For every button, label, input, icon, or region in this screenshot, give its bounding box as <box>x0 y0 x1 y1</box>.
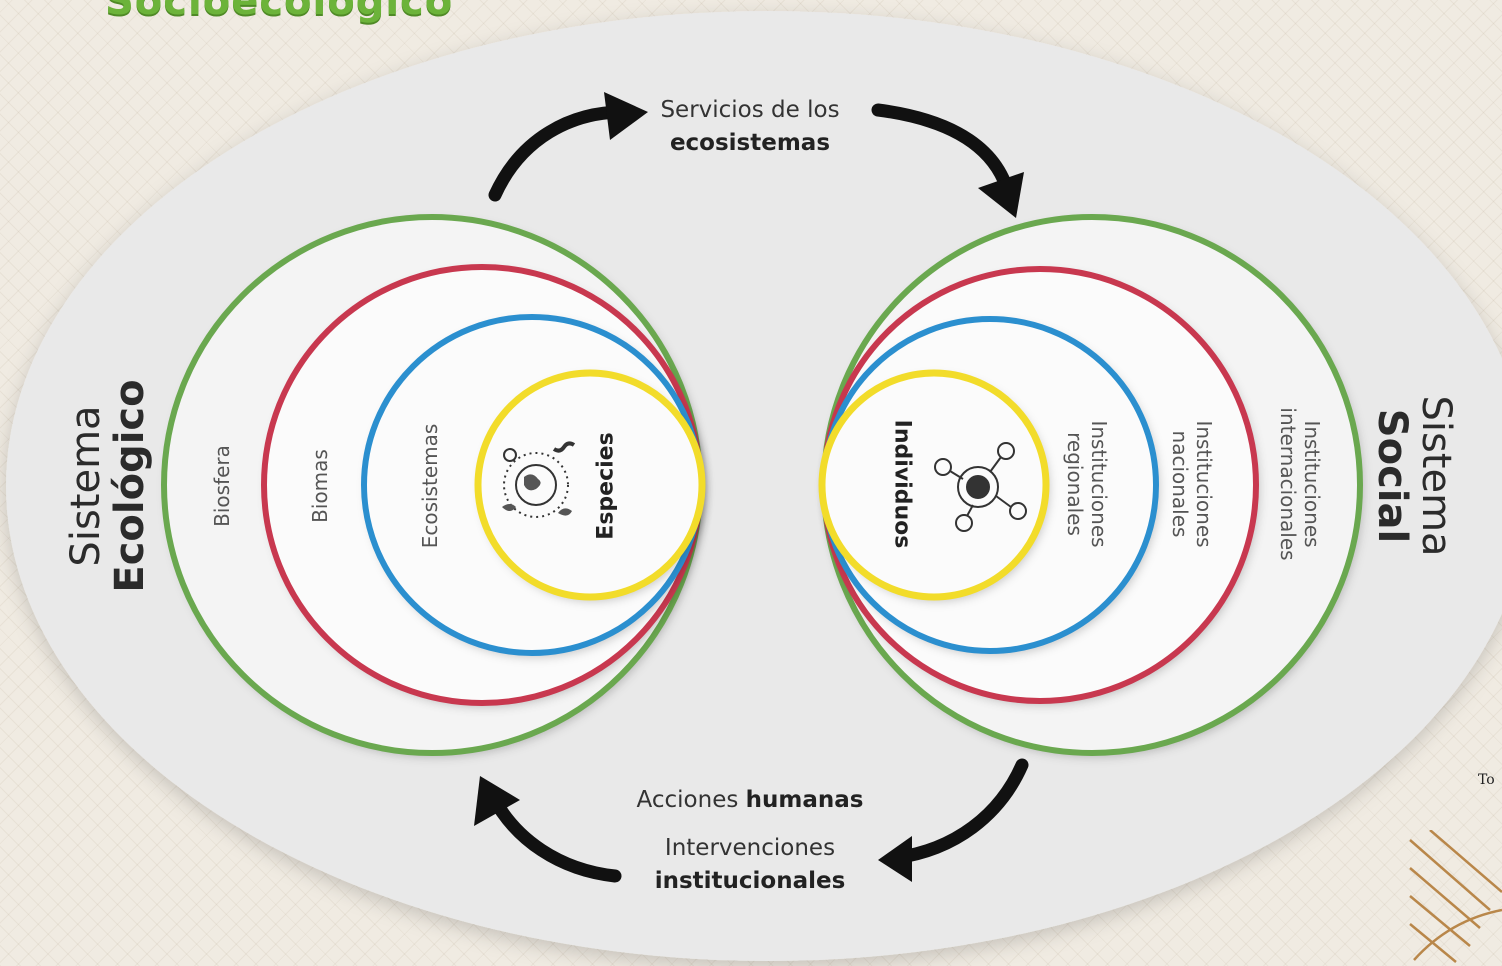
nacionales-line1: Instituciones <box>1192 420 1216 548</box>
top-arrow-label: Servicios de los ecosistemas <box>650 94 850 160</box>
ecological-system-label-line1: Sistema <box>63 405 109 567</box>
social-system-label-line1: Sistema <box>1413 395 1459 557</box>
social-system-label-line2: Social <box>1369 408 1415 544</box>
bottom-arrow-label-interventions: Intervenciones institucionales <box>600 832 900 898</box>
ring-label-internacionales: Instituciones internacionales <box>1276 407 1324 560</box>
internacionales-line1: Instituciones <box>1300 420 1324 548</box>
ring-label-regionales: Instituciones regionales <box>1063 420 1111 547</box>
ring-label-individuos: Individuos <box>889 419 915 549</box>
ring-label-biosfera: Biosfera <box>210 445 234 527</box>
nacionales-line2: nacionales <box>1168 430 1192 538</box>
ecological-rings <box>161 214 706 756</box>
individuos-disc <box>822 373 1046 597</box>
individuos-ring <box>818 369 1050 601</box>
bottom-arrow-label-actions: Acciones humanas <box>600 784 900 817</box>
people-network-icon <box>934 442 1027 532</box>
ecological-system-label: Sistema Ecológico <box>63 379 153 593</box>
arrows <box>474 92 1029 883</box>
ring-label-nacionales: Instituciones nacionales <box>1168 420 1216 547</box>
ring-label-ecosistemas: Ecosistemas <box>418 423 442 549</box>
arrow-bottom-right <box>888 758 1029 865</box>
arrow-top-right-head <box>978 172 1024 218</box>
arrow-bottom-left-head <box>474 776 520 826</box>
diagram-title: Socioecológico <box>105 0 454 24</box>
interventions-line1: Intervenciones <box>664 835 836 861</box>
arrow-bottom-right-head <box>878 836 912 882</box>
top-arrow-label-line1: Servicios de los <box>660 97 840 123</box>
regionales-line1: Instituciones <box>1087 420 1111 548</box>
internacionales-line2: internacionales <box>1276 407 1300 561</box>
side-text: To <box>1478 772 1495 788</box>
ecological-system-label-line2: Ecológico <box>107 379 153 593</box>
corner-leaf-decoration <box>1409 830 1502 963</box>
top-arrow-label-line2: ecosistemas <box>669 130 831 156</box>
regionales-line2: regionales <box>1063 432 1087 536</box>
actions-bold: humanas <box>745 787 864 813</box>
interventions-line2: institucionales <box>654 868 846 894</box>
arrow-top-left-head <box>604 92 648 140</box>
social-rings <box>818 214 1363 756</box>
especies-ring <box>474 369 706 601</box>
social-system-label: Sistema Social <box>1369 395 1459 557</box>
ring-label-especies: Especies <box>593 432 619 540</box>
ring-label-biomas: Biomas <box>308 449 332 523</box>
globe-species-icon <box>502 441 576 518</box>
actions-normal: Acciones <box>636 787 739 813</box>
especies-disc <box>478 373 702 597</box>
